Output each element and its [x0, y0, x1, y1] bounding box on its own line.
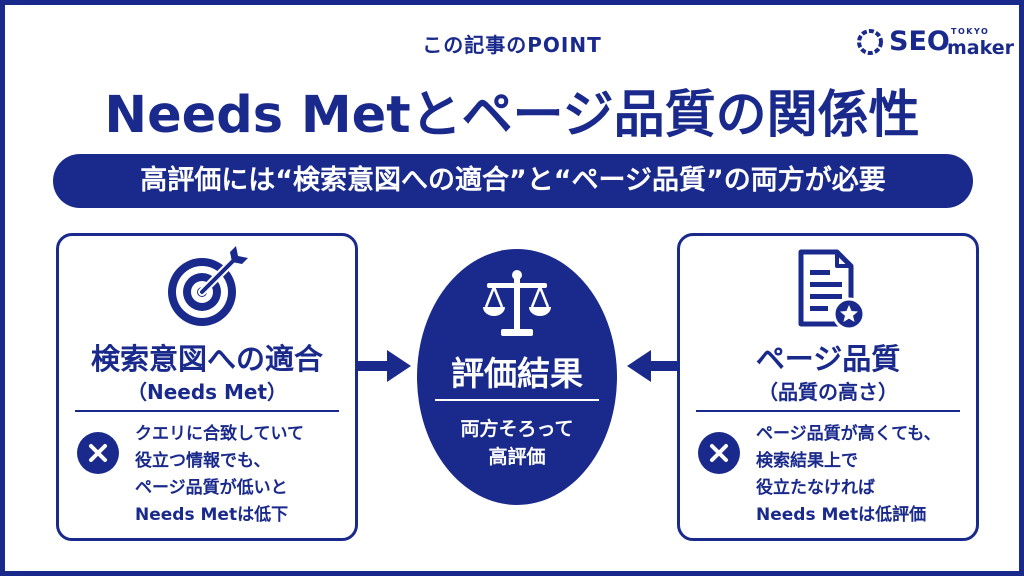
search-intent-title: 検索意図への適合: [90, 342, 323, 376]
description-line: ページ品質が低いと: [135, 478, 288, 498]
arrow-left-icon: [627, 350, 681, 382]
search-intent-card: 検索意図への適合 （Needs Met） クエリに合致していて 役立つ情報でも、…: [56, 233, 358, 541]
card-divider: [696, 410, 960, 412]
document-star-icon: [680, 246, 976, 332]
page-quality-subtitle: （品質の高さ）: [758, 380, 898, 404]
card-divider: [75, 410, 339, 412]
subtitle-banner: 高評価には“検索意図への適合”と“ページ品質”の両方が必要: [53, 154, 973, 208]
logo-brand: SEO: [889, 26, 950, 57]
description-line: ページ品質が高くても、: [756, 424, 941, 444]
x-icon: [77, 432, 119, 474]
center-text-line: 高評価: [488, 446, 546, 468]
evaluation-result-text: 両方そろって 高評価: [417, 415, 617, 471]
evaluation-result-circle: 評価結果 両方そろって 高評価: [417, 249, 617, 505]
description-line: Needs Metは低下: [135, 505, 289, 525]
logo-tokyo: TOKYO: [951, 27, 990, 36]
center-divider: [435, 399, 599, 401]
logo-ring-icon: [857, 29, 883, 55]
description-line: 役立つ情報でも、: [135, 451, 271, 471]
description-line: 役立たなければ: [756, 478, 875, 498]
page-quality-title: ページ品質: [755, 342, 901, 376]
search-intent-description: クエリに合致していて 役立つ情報でも、 ページ品質が低いと Needs Metは…: [135, 421, 349, 529]
target-icon: [59, 246, 355, 332]
x-icon: [698, 432, 740, 474]
evaluation-result-title: 評価結果: [451, 354, 583, 393]
scale-icon: [483, 270, 551, 336]
arrow-right-icon: [357, 350, 411, 382]
search-intent-subtitle: （Needs Met）: [126, 380, 288, 404]
main-title: Needs Metとページ品質の関係性: [104, 86, 920, 145]
logo-maker: maker: [947, 37, 1015, 59]
page-quality-card: ページ品質 （品質の高さ） ページ品質が高くても、 検索結果上で 役立たなければ…: [677, 233, 979, 541]
description-line: クエリに合致していて: [135, 424, 304, 444]
center-text-line: 両方そろって: [460, 418, 574, 440]
description-line: 検索結果上で: [756, 451, 858, 471]
seo-maker-logo: SEO TOKYO maker: [855, 23, 1014, 67]
description-line: Needs Metは低評価: [756, 505, 927, 525]
point-label: この記事のPOINT: [422, 33, 602, 57]
page-quality-description: ページ品質が高くても、 検索結果上で 役立たなければ Needs Metは低評価: [756, 421, 970, 529]
